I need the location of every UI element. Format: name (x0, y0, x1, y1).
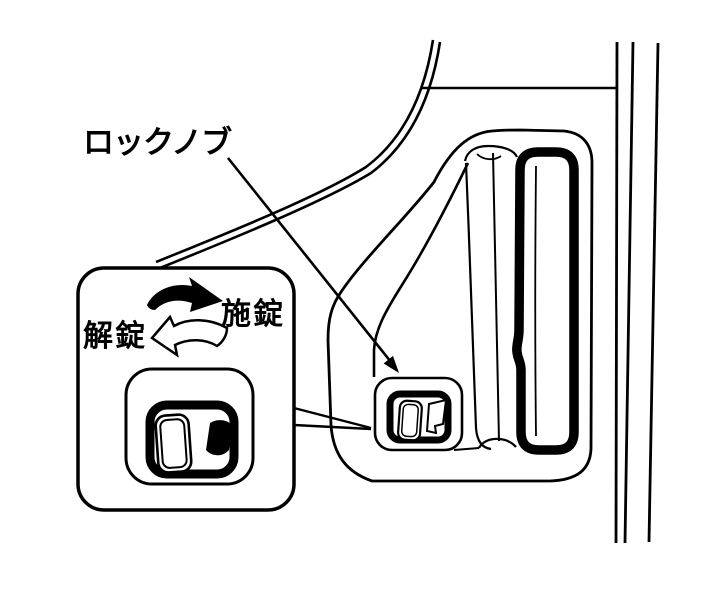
inset-lock-knob (124, 367, 255, 486)
pocket-inner-recess-line (372, 162, 470, 377)
lock-label: 施錠 (221, 297, 285, 332)
door-grip-handle (512, 147, 579, 455)
door-pull-pocket-outline (326, 128, 594, 483)
door-edge-and-pillar-lines (614, 41, 660, 544)
inset-knob-lever (154, 413, 193, 474)
inset-knob-ring (145, 400, 239, 479)
callout-leader-arrow (226, 157, 399, 373)
lock-knob-slot (425, 398, 448, 435)
unlock-label: 解錠 (83, 319, 147, 354)
lock-knob-label: ロックノブ (83, 125, 232, 161)
callout-pointer-lines (293, 406, 372, 431)
window-frame-curve (155, 39, 442, 270)
door-lock-knob (373, 376, 464, 452)
inset-knob-slot (206, 420, 232, 456)
lock-knob-lever (397, 399, 423, 442)
counterclockwise-unlock-arrow-icon (150, 314, 229, 358)
grip-cup (453, 144, 519, 451)
clockwise-lock-arrow-icon (147, 277, 223, 312)
